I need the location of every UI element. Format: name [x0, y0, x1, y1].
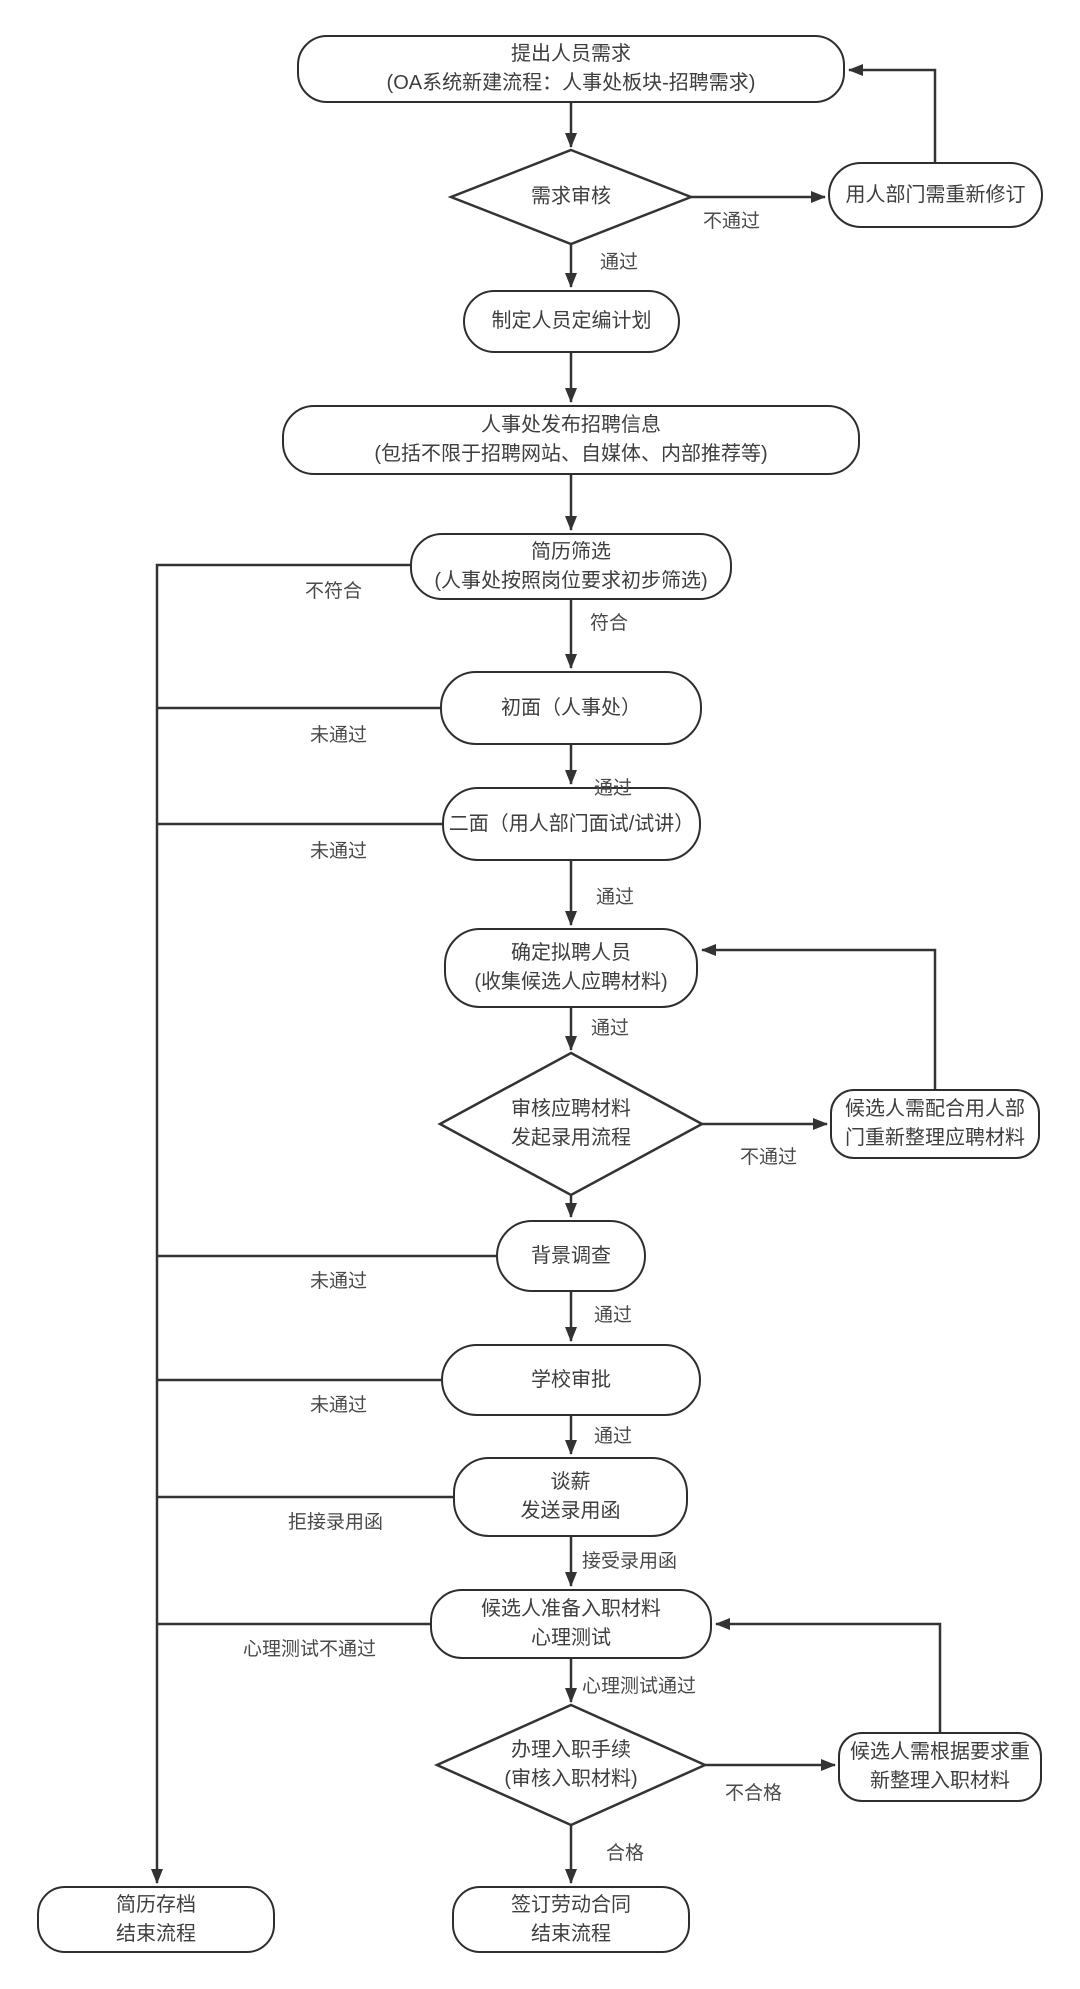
- node-revise-demand-label: 用人部门需重新修订: [845, 183, 1026, 206]
- node-resume-screening-label: 简历筛选 (人事处按照岗位要求初步筛选): [434, 540, 708, 592]
- node-propose-demand: 提出人员需求 (OA系统新建流程：人事处板块-招聘需求): [297, 35, 845, 103]
- node-sign-contract: 签订劳动合同 结束流程: [452, 1886, 690, 1953]
- decision-demand-review-label: 需求审核: [531, 185, 611, 208]
- node-background-check-label: 背景调查: [531, 1244, 611, 1267]
- edge-label-offer-accept: 接受录用函: [582, 1551, 678, 1572]
- node-confirm-candidate: 确定拟聘人员 (收集候选人应聘材料): [444, 928, 698, 1008]
- edge-label-psych-pass: 心理测试通过: [582, 1676, 697, 1697]
- edge-label-demand-pass: 通过: [600, 252, 639, 273]
- node-archive-resume: 简历存档 结束流程: [37, 1886, 275, 1953]
- node-first-interview-label: 初面（人事处）: [501, 696, 641, 719]
- node-prepare-onboarding-label: 候选人准备入职材料 心理测试: [481, 1598, 661, 1649]
- node-staffing-plan-label: 制定人员定编计划: [491, 310, 652, 332]
- edge-label-first-fail: 未通过: [310, 725, 368, 746]
- node-first-interview: 初面（人事处）: [440, 671, 702, 745]
- edge-redo-apply-feedback: [701, 944, 937, 1089]
- edge-label-school-fail: 未通过: [310, 1395, 368, 1416]
- decision-demand-review-shape: [447, 148, 695, 246]
- node-archive-resume-label: 简历存档 结束流程: [116, 1893, 196, 1945]
- node-redo-apply-materials-label: 候选人需配合用人部 门重新整理应聘材料: [845, 1098, 1025, 1149]
- node-redo-onboard-materials: 候选人需根据要求重 新整理入职材料: [838, 1732, 1042, 1802]
- node-second-interview: 二面（用人部门面试/试讲）: [442, 787, 701, 861]
- node-second-interview-label: 二面（用人部门面试/试讲）: [448, 812, 695, 835]
- edge-label-offer-reject: 拒接录用函: [288, 1512, 384, 1533]
- decision-onboard-review-shape: [433, 1703, 709, 1827]
- node-staffing-plan: 制定人员定编计划: [463, 290, 680, 353]
- node-revise-demand: 用人部门需重新修订: [828, 162, 1043, 228]
- edge-label-school-pass: 通过: [594, 1426, 633, 1447]
- node-publish-jobs-label: 人事处发布招聘信息 (包括不限于招聘网站、自媒体、内部推荐等): [374, 414, 768, 465]
- node-salary-offer-label: 谈薪 发送录用函: [520, 1471, 621, 1522]
- node-publish-jobs: 人事处发布招聘信息 (包括不限于招聘网站、自媒体、内部推荐等): [282, 405, 860, 475]
- edge-label-background-pass: 通过: [594, 1305, 633, 1326]
- edge-label-second-fail: 未通过: [310, 841, 368, 862]
- edge-label-onboard-fail: 不合格: [725, 1783, 783, 1804]
- node-salary-offer: 谈薪 发送录用函: [453, 1457, 688, 1537]
- node-resume-screening: 简历筛选 (人事处按照岗位要求初步筛选): [410, 533, 732, 600]
- node-redo-onboard-materials-label: 候选人需根据要求重 新整理入职材料: [850, 1741, 1030, 1792]
- edge-left-trunk: [151, 563, 410, 1884]
- decision-material-review-shape: [437, 1051, 705, 1197]
- node-redo-apply-materials: 候选人需配合用人部 门重新整理应聘材料: [830, 1089, 1040, 1159]
- edge-label-material-fail: 不通过: [740, 1147, 798, 1168]
- node-propose-demand-label: 提出人员需求 (OA系统新建流程：人事处板块-招聘需求): [386, 43, 756, 94]
- node-confirm-candidate-label: 确定拟聘人员 (收集候选人应聘材料): [474, 942, 668, 993]
- edge-label-onboard-pass: 合格: [606, 1843, 645, 1864]
- edge-label-background-fail: 未通过: [310, 1271, 368, 1292]
- node-prepare-onboarding: 候选人准备入职材料 心理测试: [430, 1589, 712, 1659]
- edge-revise-feedback: [848, 64, 937, 162]
- decision-material-review-label: 审核应聘材料 发起录用流程: [511, 1098, 631, 1149]
- decision-onboard-review-label: 办理入职手续 (审核入职材料): [504, 1739, 638, 1790]
- node-school-approval: 学校审批: [441, 1344, 701, 1416]
- node-sign-contract-label: 签订劳动合同 结束流程: [511, 1893, 631, 1945]
- node-background-check: 背景调查: [496, 1220, 646, 1292]
- edge-label-screen-pass: 符合: [590, 613, 629, 634]
- node-school-approval-label: 学校审批: [531, 1368, 611, 1391]
- edge-label-confirm-pass: 通过: [591, 1018, 630, 1039]
- edge-label-screen-fail: 不符合: [305, 581, 363, 602]
- edge-label-second-pass: 通过: [596, 887, 635, 908]
- edge-label-psych-fail: 心理测试不通过: [243, 1639, 377, 1660]
- edge-label-demand-fail: 不通过: [703, 211, 761, 232]
- edge-redo-onboard-feedback: [715, 1618, 942, 1732]
- edge-label-first-pass: 通过: [594, 778, 633, 799]
